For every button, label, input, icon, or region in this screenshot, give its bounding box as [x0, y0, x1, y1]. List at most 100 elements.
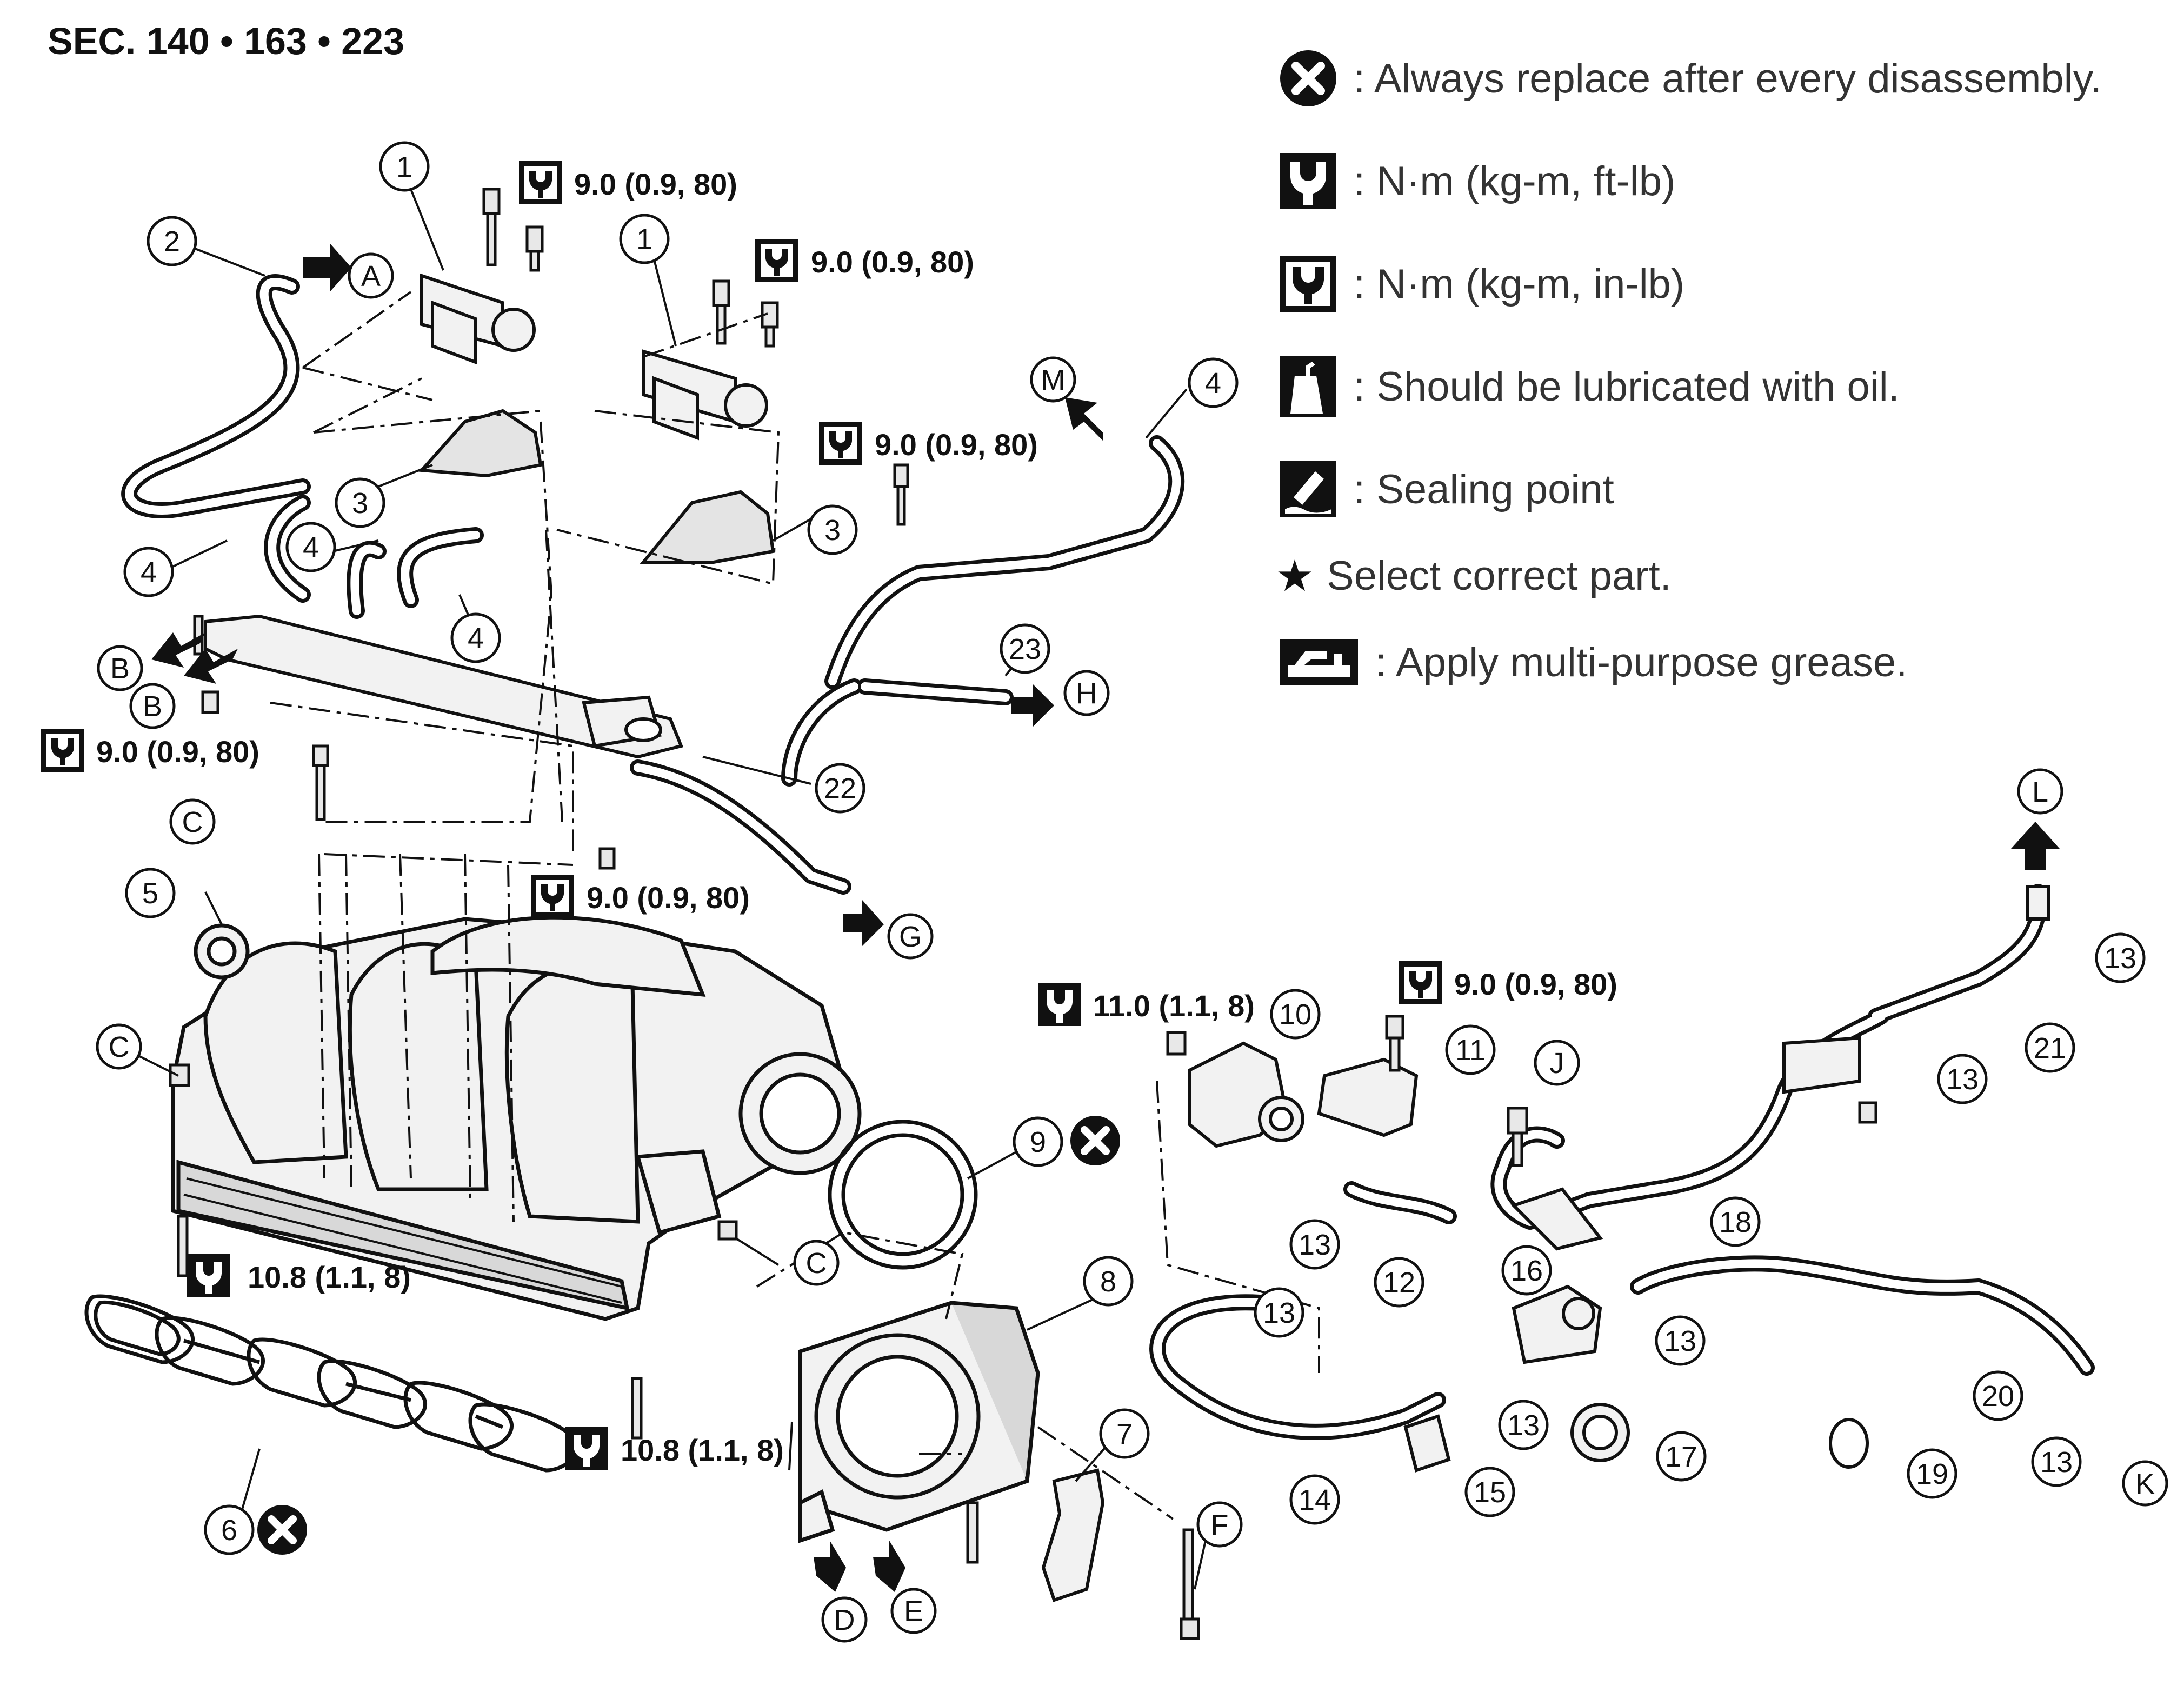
svg-text:H: H — [1076, 677, 1097, 710]
callout-part-22: 22 — [815, 763, 865, 814]
callout-part-7: 7 — [1099, 1408, 1150, 1459]
connection-a: A — [348, 252, 394, 299]
callout-part-19: 19 — [1907, 1448, 1957, 1499]
assembly-guide-lines — [270, 291, 1320, 1520]
svg-text:14: 14 — [1299, 1484, 1331, 1516]
legend-text: : Always replace after every disassembly… — [1354, 55, 2102, 102]
callout-part-9: 9 — [1013, 1116, 1063, 1167]
connection-g: G — [887, 913, 934, 960]
svg-text:3: 3 — [824, 514, 841, 547]
callout-part-11: 11 — [1445, 1024, 1496, 1075]
legend-text: Select correct part. — [1327, 552, 1672, 599]
legend-text: : Apply multi-purpose grease. — [1375, 639, 1908, 685]
svg-text:C: C — [182, 806, 203, 838]
svg-text:13: 13 — [1664, 1325, 1696, 1357]
callout-part-13: 13 — [1254, 1287, 1304, 1338]
callout-part-17: 17 — [1656, 1431, 1707, 1482]
torque-label: 11.0 (1.1, 8) — [1093, 989, 1255, 1023]
callout-part-13: 13 — [2031, 1436, 2082, 1487]
svg-text:16: 16 — [1510, 1255, 1543, 1287]
svg-text:F: F — [1211, 1509, 1229, 1541]
connection-b: B — [129, 683, 176, 729]
svg-text:B: B — [143, 690, 162, 723]
callout-part-4: 4 — [123, 547, 174, 597]
legend-row-sealant: : Sealing point — [1276, 454, 1614, 524]
connection-d: D — [821, 1596, 868, 1643]
callout-part-20: 20 — [1973, 1370, 2023, 1421]
torque-label: 9.0 (0.9, 80) — [574, 167, 737, 201]
connection-k: K — [2122, 1460, 2168, 1507]
oil-can-icon — [1276, 354, 1341, 419]
connection-b: B — [97, 645, 143, 691]
legend-text: : N·m (kg-m, in-lb) — [1354, 261, 1685, 307]
svg-text:12: 12 — [1383, 1267, 1415, 1299]
torque-wrench-icon — [1276, 149, 1341, 214]
svg-text:C: C — [806, 1247, 827, 1280]
manifold-flange-details — [183, 1177, 622, 1304]
callout-part-1: 1 — [619, 214, 670, 264]
callout-part-10: 10 — [1270, 989, 1321, 1040]
svg-text:E: E — [904, 1595, 923, 1628]
star-icon: ★ — [1275, 551, 1314, 600]
svg-text:6: 6 — [221, 1514, 237, 1547]
svg-text:1: 1 — [396, 151, 412, 183]
svg-text:11: 11 — [1455, 1034, 1486, 1067]
torque-label: 9.0 (0.9, 80) — [1454, 967, 1617, 1001]
svg-text:B: B — [110, 652, 130, 685]
torque-label: 9.0 (0.9, 80) — [96, 735, 259, 769]
svg-text:4: 4 — [468, 622, 484, 655]
svg-text:4: 4 — [303, 531, 319, 564]
callout-part-14: 14 — [1289, 1474, 1340, 1525]
callout-part-13: 13 — [2095, 932, 2146, 983]
svg-text:C: C — [109, 1031, 130, 1063]
svg-text:5: 5 — [142, 877, 158, 910]
bolts — [169, 188, 1877, 1640]
callout-part-21: 21 — [2025, 1022, 2075, 1073]
svg-text:K: K — [2135, 1468, 2155, 1500]
callout-part-23: 23 — [1000, 623, 1050, 674]
svg-text:13: 13 — [1299, 1229, 1331, 1261]
svg-text:13: 13 — [1946, 1063, 1979, 1096]
sealant-icon — [1276, 457, 1341, 522]
svg-text:17: 17 — [1665, 1441, 1697, 1473]
legend-text: : Sealing point — [1354, 466, 1614, 512]
callout-part-13: 13 — [1498, 1400, 1549, 1450]
bracket — [1041, 1468, 1105, 1602]
svg-text:4: 4 — [141, 556, 157, 589]
callout-part-4: 4 — [285, 522, 336, 572]
callout-part-8: 8 — [1083, 1256, 1134, 1307]
x-circle-icon — [1276, 46, 1341, 111]
svg-text:13: 13 — [1507, 1409, 1540, 1442]
connection-m: M — [1030, 356, 1076, 403]
torque-label: 9.0 (0.9, 80) — [811, 245, 974, 279]
svg-text:23: 23 — [1009, 633, 1041, 665]
callout-part-3: 3 — [807, 504, 858, 555]
connection-e: E — [890, 1588, 937, 1634]
legend-text: : N·m (kg-m, ft-lb) — [1354, 158, 1676, 204]
grease-icon — [1276, 630, 1362, 695]
vacuum-gallery — [204, 614, 684, 759]
svg-text:21: 21 — [2034, 1032, 2066, 1064]
torque-label: 9.0 (0.9, 80) — [875, 428, 1038, 462]
svg-text:20: 20 — [1982, 1380, 2014, 1412]
legend-row-grease: : Apply multi-purpose grease. — [1276, 627, 1907, 697]
legend-row-oil: : Should be lubricated with oil. — [1276, 351, 1900, 422]
svg-text:9: 9 — [1030, 1126, 1046, 1158]
intake-manifold — [171, 915, 862, 1321]
callout-part-15: 15 — [1464, 1467, 1515, 1517]
callout-part-6: 6 — [204, 1504, 255, 1555]
callout-part-13: 13 — [1289, 1219, 1340, 1270]
callout-part-12: 12 — [1374, 1257, 1424, 1308]
svg-text:13: 13 — [2040, 1446, 2073, 1478]
callout-part-13: 13 — [1937, 1054, 1988, 1104]
svg-text:13: 13 — [1263, 1297, 1295, 1329]
callout-part-13: 13 — [1655, 1315, 1706, 1366]
legend-row-torque-ftlb: : N·m (kg-m, ft-lb) — [1276, 146, 1675, 216]
svg-text:M: M — [1041, 364, 1066, 396]
solenoid-bracket — [418, 409, 775, 564]
svg-text:4: 4 — [1205, 367, 1221, 399]
connection-f: F — [1196, 1501, 1243, 1548]
